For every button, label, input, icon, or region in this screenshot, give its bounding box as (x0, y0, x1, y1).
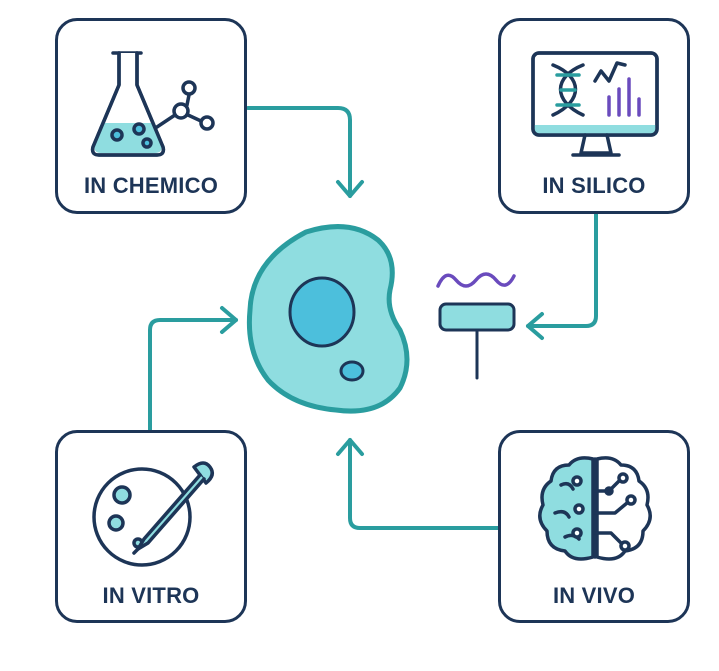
arrow-vivo-to-cell (348, 438, 500, 530)
card-label-in-chemico: IN CHEMICO (84, 173, 218, 198)
arrowhead-silico (526, 312, 544, 340)
arrow-silico-to-sensor (526, 212, 598, 328)
card-in-vivo: IN VIVO (498, 430, 690, 623)
card-in-chemico: IN CHEMICO (55, 18, 247, 214)
dna-monitor-icon (531, 51, 659, 157)
card-in-silico: IN SILICO (498, 18, 690, 214)
petri-dish-pipette-icon (92, 461, 214, 567)
card-label-in-vitro: IN VITRO (102, 583, 200, 608)
flask-molecule-icon (90, 51, 215, 157)
brain-circuit-icon (538, 456, 652, 561)
card-label-in-vivo: IN VIVO (552, 583, 636, 608)
arrowhead-chemico (336, 180, 364, 198)
arrow-chemico-to-cell (246, 106, 352, 198)
arrow-vitro-to-cell (148, 318, 238, 432)
arrowhead-vivo (336, 438, 364, 456)
card-label-in-silico: IN SILICO (542, 173, 646, 198)
arrowhead-vitro (220, 306, 238, 334)
card-in-vitro: IN VITRO (55, 430, 247, 623)
